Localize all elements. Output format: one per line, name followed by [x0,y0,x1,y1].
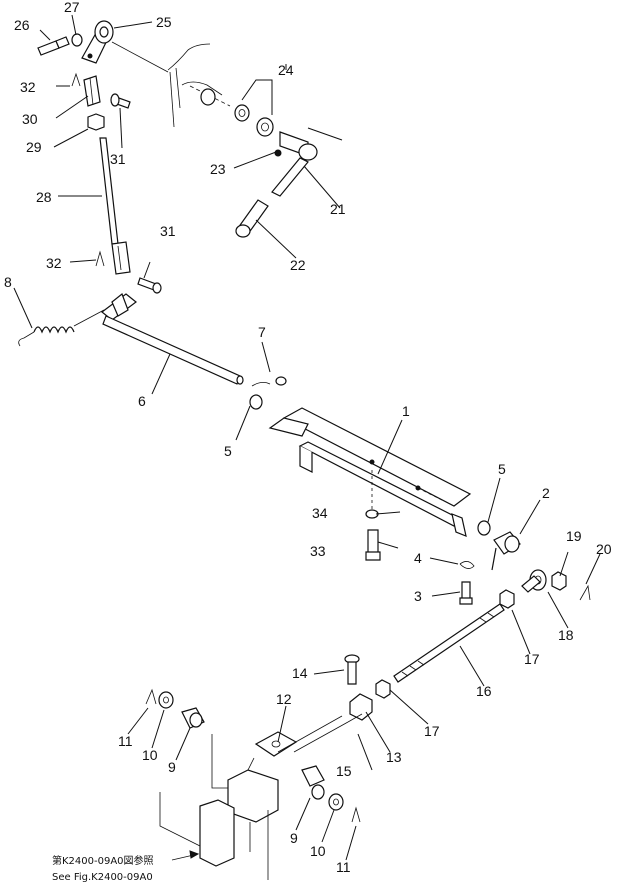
nut-17-upper [499,589,515,609]
cotter-pin-20 [579,584,591,601]
bracket-1 [268,407,472,537]
washer-27 [71,33,83,47]
label-12: 12 [276,691,292,707]
clevis-30 [83,75,101,107]
label-11-right: 11 [336,859,351,875]
bushing-5-left [249,394,263,410]
label-33: 33 [310,543,326,559]
label-1: 1 [402,403,410,419]
label-18: 18 [558,627,574,643]
label-14: 14 [292,665,308,681]
label-10-right: 10 [310,843,326,859]
upper-linkage [37,20,318,294]
label-23: 23 [210,161,226,177]
label-31-upper: 31 [110,151,126,167]
label-4: 4 [414,550,422,566]
reference-arrowhead [189,850,200,859]
pedal-housing [159,734,279,880]
label-11-left: 11 [118,733,133,749]
rod-16 [393,603,505,683]
bushing-5-right [477,520,491,536]
pin-31-lower [137,277,162,294]
housing-outline [111,41,231,128]
label-31-lower: 31 [160,223,176,239]
label-34: 34 [312,505,328,521]
note-jp: 第K2400-09A0図参照 [52,854,154,867]
cotter-pin-32-upper [71,72,81,87]
label-30: 30 [22,111,38,127]
shaft-end [236,375,244,385]
nut-17-lower [375,679,391,699]
label-16: 16 [476,683,492,699]
label-29: 29 [26,139,42,155]
label-5-right: 5 [498,461,506,477]
label-24: 24 [278,62,294,78]
leader-lines [13,14,601,861]
label-17-lower: 17 [424,723,440,739]
label-19: 19 [566,528,582,544]
label-3: 3 [414,588,422,604]
label-8: 8 [4,274,12,290]
pin-7-head [275,376,287,386]
cotter-pin-11-right [351,806,361,823]
nut-29 [87,113,105,131]
reference-note: 第K2400-09A0図参照 See Fig.K2400-09A0 [52,850,200,883]
pin-7 [251,382,271,387]
lever-25 [81,20,114,64]
label-9-left: 9 [168,759,176,775]
label-26: 26 [14,17,30,33]
bracket-9-left [181,707,205,729]
label-2: 2 [542,485,550,501]
bolt-33 [365,529,381,561]
rod-end-18 [521,569,547,593]
label-32-lower: 32 [46,255,62,271]
note-en: See Fig.K2400-09A0 [52,872,153,883]
shaft-6 [102,315,241,385]
bolt-3 [459,581,473,605]
lever-2 [491,531,521,571]
bolt-14 [344,654,360,685]
bushing-group-24 [200,79,274,137]
washer-10-right [328,793,344,811]
spring-8 [18,309,105,347]
nut-19 [551,571,567,591]
label-28: 28 [36,189,52,205]
washer-4 [459,561,475,569]
lever-21 [271,131,318,197]
label-7: 7 [258,324,266,340]
shaft-assembly [18,293,287,410]
callout-labels: 26 27 25 24 32 30 29 31 23 28 21 31 32 2… [4,0,612,875]
label-5-left: 5 [224,443,232,459]
cotter-pin-11-left [145,688,157,705]
label-9-right: 9 [290,830,298,846]
knob-22 [235,199,269,238]
label-22: 22 [290,257,306,273]
washer-10-left [158,691,174,709]
pin-15 [347,713,363,723]
label-10-left: 10 [142,747,158,763]
label-21: 21 [330,201,346,217]
bracket-6 [101,293,137,321]
lever-12 [254,731,298,757]
pin-31-upper [110,93,131,109]
bracket-9-right [301,765,325,800]
label-25: 25 [156,14,172,30]
label-32-upper: 32 [20,79,36,95]
rod-28 [99,137,131,275]
label-15: 15 [336,763,352,779]
cotter-pin-32-lower [95,250,105,267]
label-6: 6 [138,393,146,409]
label-20: 20 [596,541,612,557]
bolt-26 [37,36,70,56]
label-17-upper: 17 [524,651,540,667]
label-13: 13 [386,749,402,765]
label-27: 27 [64,0,80,15]
